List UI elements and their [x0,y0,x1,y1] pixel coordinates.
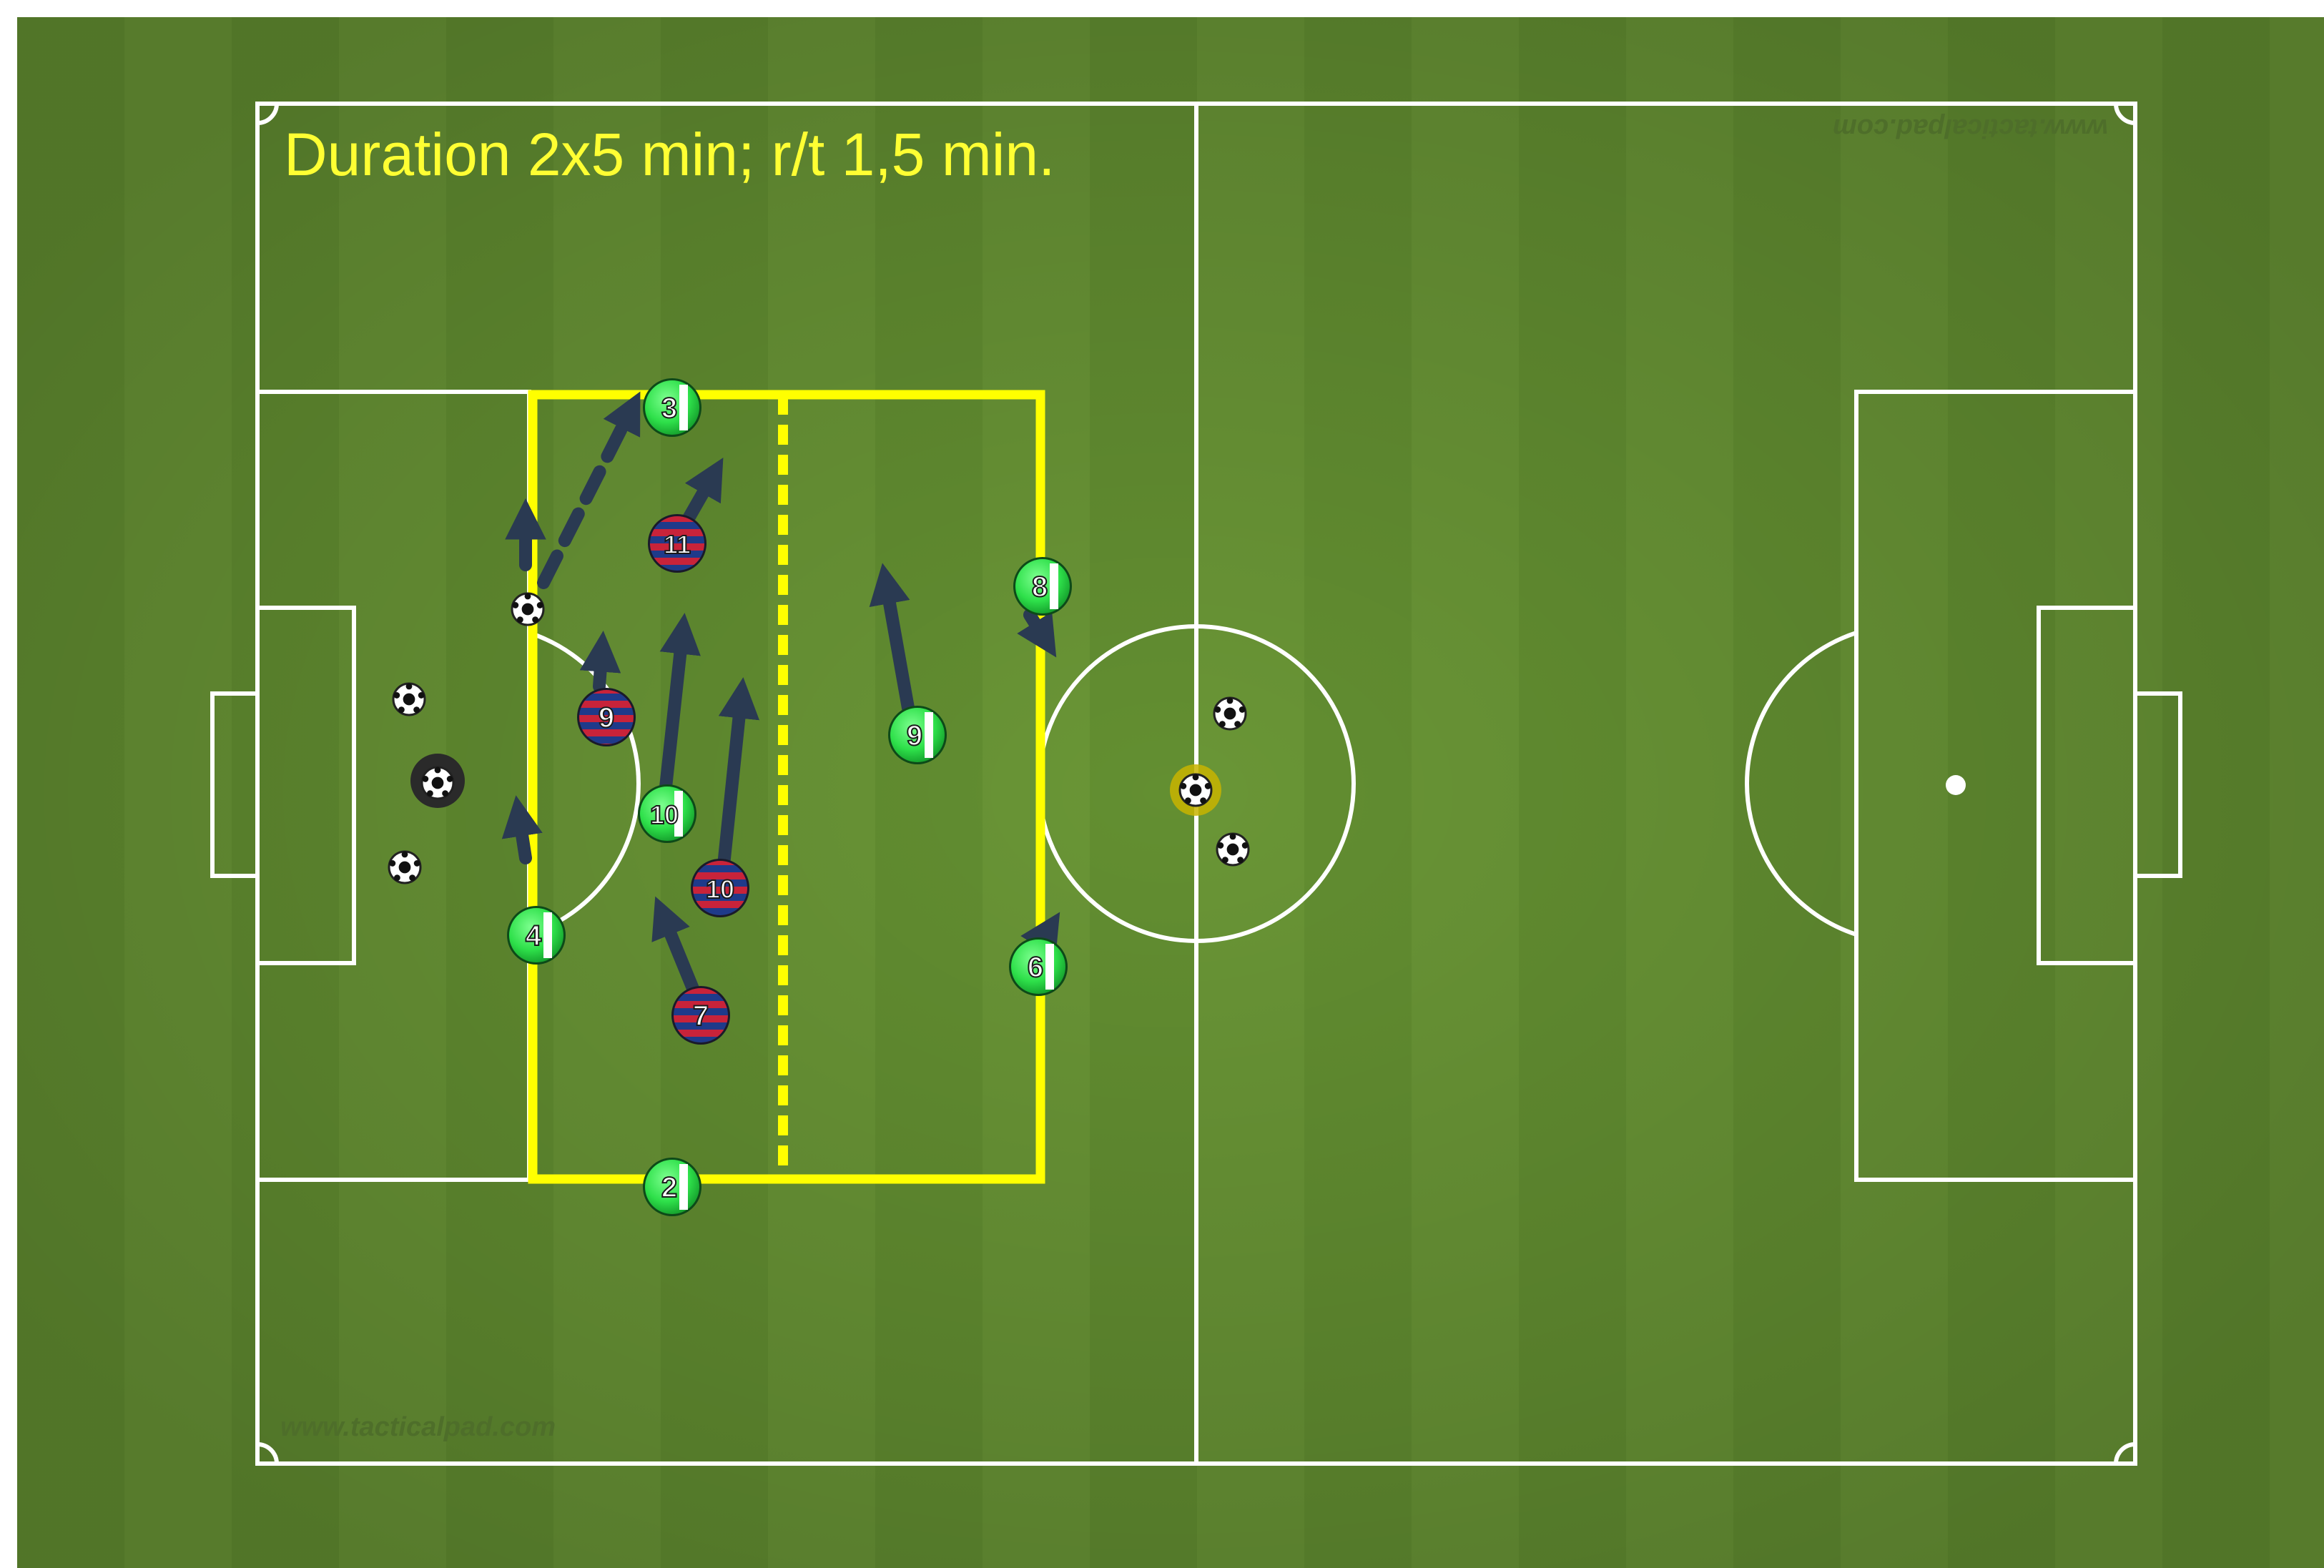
player-number: 11 [664,530,691,559]
player-number: 6 [1028,952,1043,983]
ball-left-top[interactable] [393,684,425,715]
watermark-top: www.tacticalpad.com [1833,113,2108,143]
penalty-spot-right [1946,775,1966,795]
player-number: 7 [693,1000,709,1032]
green-player-10[interactable]: 10 [638,784,696,843]
ball-at-player[interactable] [512,593,543,625]
player-number: 9 [599,702,614,734]
green-player-6[interactable]: 6 [1009,937,1068,996]
player-number: 3 [661,393,677,424]
player-number: 10 [706,874,734,904]
ball-left-mid[interactable] [422,767,453,799]
player-number: 9 [907,720,922,751]
green-player-9[interactable]: 9 [888,706,947,764]
player-number: 10 [650,800,679,829]
red-player-9[interactable]: 9 [577,688,636,746]
ball-center[interactable] [1180,774,1211,806]
green-player-4[interactable]: 4 [507,906,566,965]
player-number: 4 [526,920,542,952]
drill-title: Duration 2x5 min; r/t 1,5 min. [284,121,1055,188]
watermark-bottom: www.tacticalpad.com [280,1412,556,1442]
ball-left-bottom[interactable] [389,852,420,883]
ball-center-top[interactable] [1214,698,1246,729]
green-player-8[interactable]: 8 [1013,557,1072,616]
player-number: 8 [1032,571,1048,603]
red-player-10[interactable]: 10 [691,859,749,917]
ball-center-bottom[interactable] [1217,834,1249,865]
green-player-2[interactable]: 2 [643,1158,701,1216]
movement-arrow-icon [599,647,602,686]
red-player-11[interactable]: 11 [648,514,706,573]
red-player-7[interactable]: 7 [671,986,730,1045]
movement-arrow-icon [518,812,526,858]
green-player-3[interactable]: 3 [643,378,701,437]
player-number: 2 [661,1172,677,1203]
